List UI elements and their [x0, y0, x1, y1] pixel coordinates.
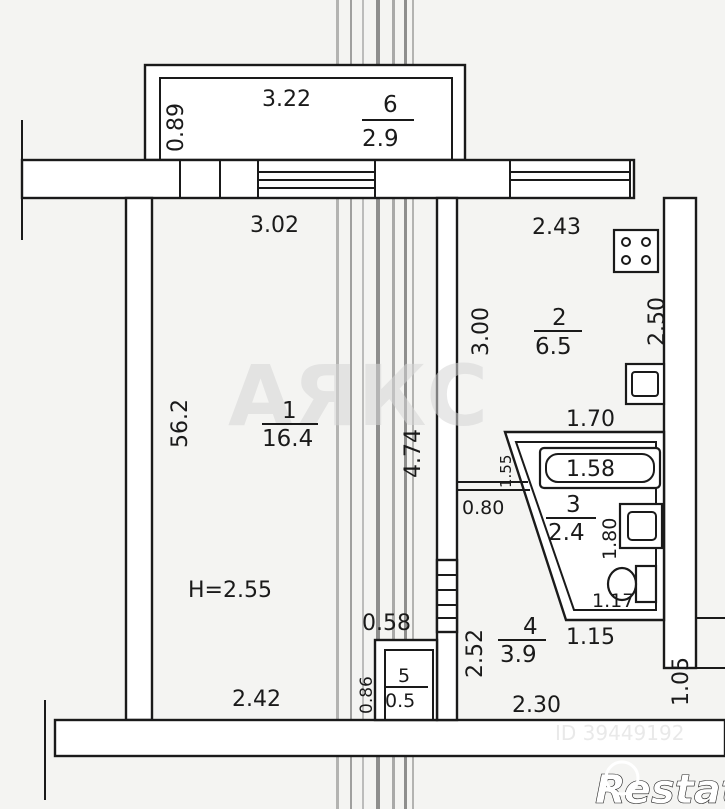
- dim-partition: 4.74: [401, 429, 426, 478]
- room-5-area: 0.5: [385, 690, 415, 712]
- dim-bath-small: 1.55: [497, 455, 515, 488]
- dim-room1-left: 56.2: [168, 399, 193, 448]
- bottom-wall: [53, 718, 725, 758]
- dim-hall-side: 2.52: [463, 629, 488, 678]
- kitchen-sink: [624, 362, 666, 406]
- room-5-number: 5: [398, 665, 410, 687]
- dim-ceiling-height: H=2.55: [188, 578, 272, 603]
- room-3-area: 2.4: [548, 520, 585, 546]
- dim-kitchen-side: 3.00: [469, 307, 494, 356]
- bath-sink: [618, 502, 664, 550]
- room-3-number: 3: [566, 492, 581, 518]
- dim-hall-right: 1.05: [669, 657, 694, 706]
- dim-kitchen-top: 2.43: [532, 215, 581, 240]
- dim-room1-bottom: 2.42: [232, 687, 281, 712]
- dim-bath-side: 1.80: [599, 518, 621, 560]
- dim-bathtub: 1.58: [566, 457, 615, 482]
- room-1-area: 16.4: [262, 426, 313, 452]
- balcony: [143, 63, 467, 162]
- bathtub: [538, 446, 662, 490]
- dim-balcony-width: 3.22: [262, 87, 311, 112]
- room-labels: 1 16.4 2 6.5 3 2.4 4 3.9 5 0.5 6 2.9: [262, 92, 596, 712]
- dim-bath-top: 1.70: [566, 407, 615, 432]
- toilet: [606, 564, 658, 604]
- room-2-number: 2: [552, 305, 567, 331]
- dim-kitchen-right: 2.50: [645, 297, 670, 346]
- dim-room1-top: 3.02: [250, 213, 299, 238]
- dim-balcony-depth: 0.89: [164, 103, 189, 152]
- watermark-agency: АЯКС: [228, 347, 488, 445]
- dim-toilet: 1.17: [592, 590, 634, 612]
- dim-closet-top: 0.58: [362, 611, 411, 636]
- dimension-labels: 3.22 0.89 3.02 56.2 2.42 H=2.55 4.74 2.4…: [164, 87, 694, 718]
- hall-stub: [435, 558, 459, 634]
- room-6-area: 2.9: [362, 126, 399, 152]
- brand-logo-icon: [604, 760, 640, 796]
- room-6-number: 6: [383, 92, 398, 118]
- partition: [435, 196, 459, 722]
- room-4-area: 3.9: [500, 642, 537, 668]
- watermark-listing: ID 39449192: [555, 721, 684, 745]
- dim-bath-door: 0.80: [462, 497, 504, 519]
- closet: [373, 638, 439, 722]
- dim-hall-top: 1.15: [566, 625, 615, 650]
- top-wall: [20, 158, 636, 200]
- scan-streaks: [336, 0, 414, 809]
- right-wall: [662, 196, 725, 670]
- dim-closet-side: 0.86: [357, 676, 377, 714]
- room-4-number: 4: [523, 614, 538, 640]
- stove: [612, 228, 660, 274]
- left-wall: [124, 196, 154, 722]
- room-1-number: 1: [282, 398, 297, 424]
- room-2-area: 6.5: [535, 334, 572, 360]
- watermark-brand: Restate: [595, 767, 725, 809]
- dim-hall-bottom: 2.30: [512, 693, 561, 718]
